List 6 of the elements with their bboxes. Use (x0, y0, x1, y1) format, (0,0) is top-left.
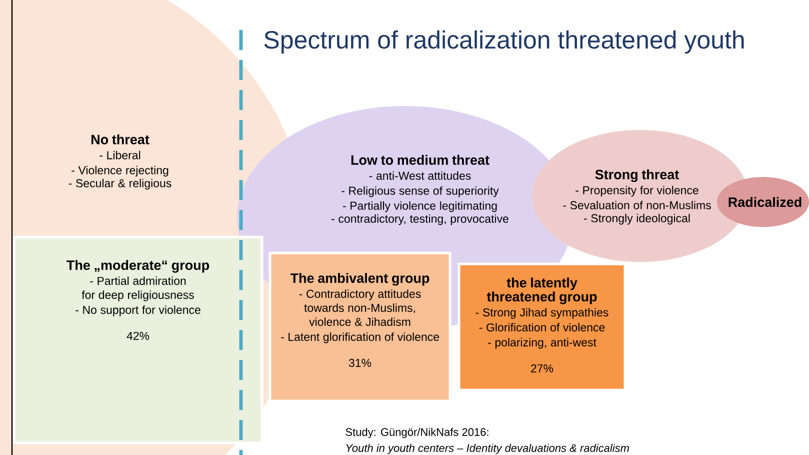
group-box: the latently threatened group - Strong Jihad sympathies - Glorification of violence - polarizing, anti-west 27% (458, 262, 626, 392)
source-note: Study: Güngör/NikNafs 2016: (346, 428, 488, 438)
title: Spectrum of radicalization threatened youth (264, 30, 744, 54)
group-box: The „moderate“ group - Partial admiration for deep religiousness - No support for violence 42% (12, 236, 264, 444)
group-box: The ambivalent group - Contradictory attitudes towards non-Muslims, violence & Jihadism - Latent glorification of violence 31% (268, 252, 452, 402)
source-note: Youth in youth centers – Identity devaluations & radicalism (346, 444, 629, 454)
